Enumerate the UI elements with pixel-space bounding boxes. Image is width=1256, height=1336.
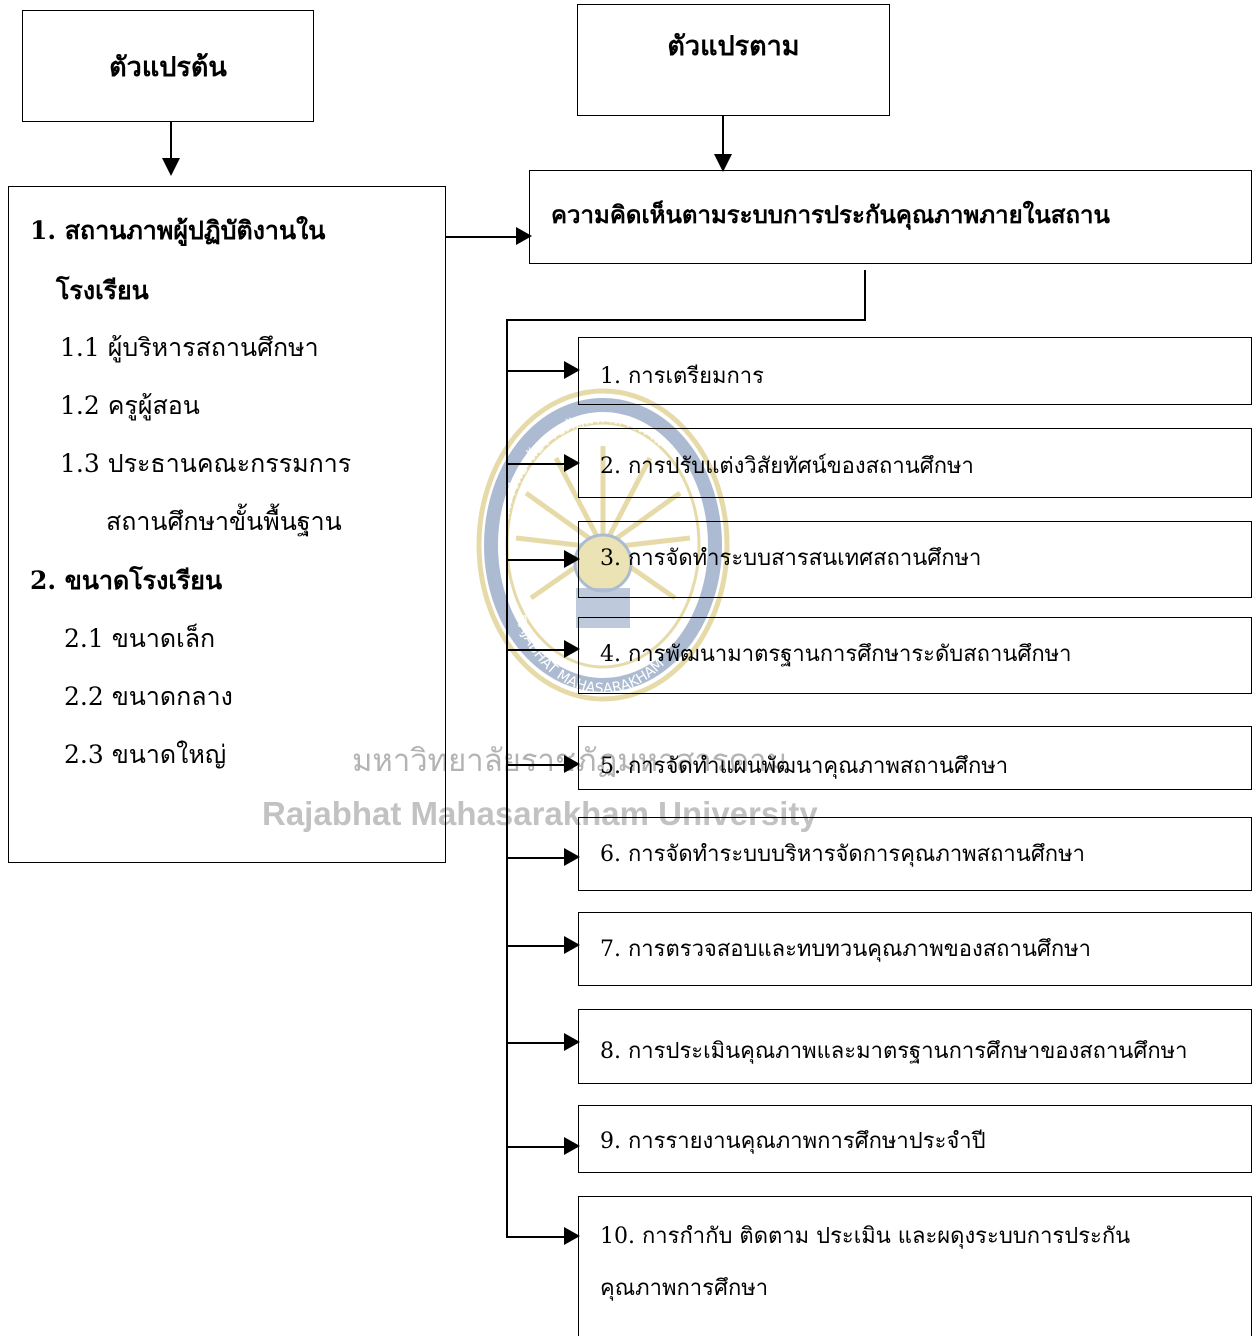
connector-item-9 <box>506 1146 566 1148</box>
dv-item-3: 3. การจัดทำระบบสารสนเทศสถานศึกษา <box>600 546 982 571</box>
arrowhead-down-right <box>714 154 732 172</box>
university-seal-watermark: มหาวิทยาลัยราชภัฏมหาสารคาม RAJABHAT MAHA… <box>476 388 730 702</box>
connector-down-left <box>170 122 172 162</box>
iv-line-8: 2.1 ขนาดเล็ก <box>64 624 216 653</box>
iv-line-5: 1.3 ประธานคณะกรรมการ <box>60 449 352 478</box>
connector-item-4 <box>506 649 566 651</box>
dependent-variable-header: ตัวแปรตาม <box>577 4 890 116</box>
dv-item-box-10 <box>578 1196 1252 1336</box>
iv-line-3: 1.1 ผู้บริหารสถานศึกษา <box>60 333 319 362</box>
arrowhead-item-9 <box>564 1137 580 1155</box>
arrowhead-item-1 <box>564 361 580 379</box>
dependent-title-box <box>529 170 1252 264</box>
connector-item-5 <box>506 764 566 766</box>
arrowhead-item-10 <box>564 1227 580 1245</box>
arrowhead-item-7 <box>564 936 580 954</box>
dependent-header-label: ตัวแปรตาม <box>667 30 800 62</box>
arrowhead-item-6 <box>564 848 580 866</box>
independent-variable-box <box>8 186 446 863</box>
iv-line-9: 2.2 ขนาดกลาง <box>64 682 233 711</box>
connector-down-right <box>722 116 724 158</box>
iv-line-6: สถานศึกษาขั้นพื้นฐาน <box>106 507 342 536</box>
connector-item-3 <box>506 559 566 561</box>
connector-item-7 <box>506 945 566 947</box>
iv-line-1: 1. สถานภาพผู้ปฏิบัติงานใน <box>30 216 326 245</box>
arrowhead-item-4 <box>564 640 580 658</box>
arrowhead-down-left <box>162 158 180 176</box>
dv-title: ความคิดเห็นตามระบบการประกันคุณภาพภายในสถ… <box>551 200 1110 229</box>
arrowhead-iv-to-dv <box>516 227 532 245</box>
dv-item-2: 2. การปรับแต่งวิสัยทัศน์ของสถานศึกษา <box>600 454 974 479</box>
independent-variable-header: ตัวแปรต้น <box>22 10 314 122</box>
iv-line-7: 2. ขนาดโรงเรียน <box>30 566 223 595</box>
arrowhead-item-3 <box>564 550 580 568</box>
dv-item-8: 8. การประเมินคุณภาพและมาตรฐานการศึกษาของ… <box>600 1039 1188 1064</box>
watermark-english-text: Rajabhat Mahasarakham University <box>262 795 818 832</box>
iv-line-10: 2.3 ขนาดใหญ่ <box>64 740 227 769</box>
dv-item-9: 9. การรายงานคุณภาพการศึกษาประจำปี <box>600 1129 986 1154</box>
iv-line-4: 1.2 ครูผู้สอน <box>60 391 200 420</box>
dv-item-6: 6. การจัดทำระบบบริหารจัดการคุณภาพสถานศึก… <box>600 842 1085 867</box>
connector-item-1 <box>506 370 566 372</box>
dv-item-1: 1. การเตรียมการ <box>600 364 764 389</box>
connector-item-2 <box>506 463 566 465</box>
arrowhead-item-8 <box>564 1033 580 1051</box>
connector-iv-to-dv <box>446 236 518 238</box>
connector-bracket-vertical <box>506 319 508 1237</box>
connector-title-down <box>864 270 866 320</box>
arrowhead-item-2 <box>564 454 580 472</box>
connector-bracket-horizontal <box>506 319 866 321</box>
independent-header-label: ตัวแปรต้น <box>109 51 227 83</box>
connector-item-10 <box>506 1236 566 1238</box>
connector-item-6 <box>506 857 566 859</box>
connector-item-8 <box>506 1042 566 1044</box>
dv-item-10-continued: คุณภาพการศึกษา <box>600 1276 769 1301</box>
dv-item-5: 5. การจัดทำแผนพัฒนาคุณภาพสถานศึกษา <box>600 754 1009 779</box>
dv-item-10: 10. การกำกับ ติดตาม ประเมิน และผดุงระบบก… <box>600 1224 1131 1249</box>
dv-item-4: 4. การพัฒนามาตรฐานการศึกษาระดับสถานศึกษา <box>600 642 1072 667</box>
dv-item-7: 7. การตรวจสอบและทบทวนคุณภาพของสถานศึกษา <box>600 937 1092 962</box>
iv-line-2: โรงเรียน <box>56 276 149 305</box>
arrowhead-item-5 <box>564 755 580 773</box>
